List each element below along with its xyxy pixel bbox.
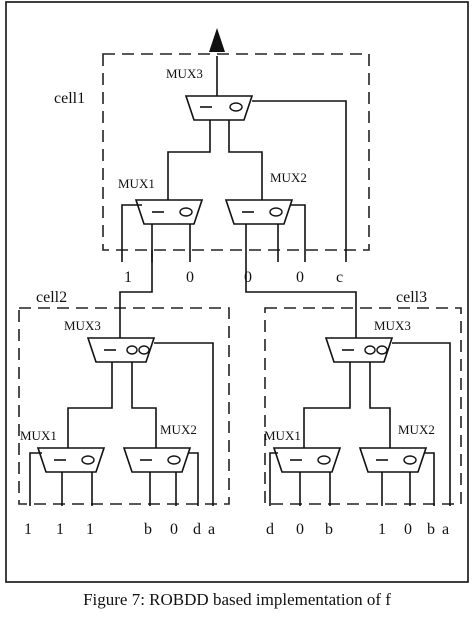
cell2-mux2 (122, 447, 192, 473)
outer-frame (5, 1, 469, 583)
cell1-label: cell1 (54, 90, 85, 107)
cell3-input-4: 1 (378, 521, 386, 538)
cell3-input-3: b (325, 521, 333, 538)
cell3-mux1 (272, 447, 342, 473)
cell2-input-7: a (208, 521, 215, 538)
cell1-mux2 (224, 199, 294, 225)
cell2-input-5: 0 (170, 521, 178, 538)
cell3-mux3-label: MUX3 (374, 318, 411, 333)
cell3-to-cell1-wire (245, 250, 357, 338)
cell2-input-2: 1 (56, 521, 64, 538)
cell2-box (18, 307, 230, 505)
cell3-mux2-label: MUX2 (398, 422, 435, 437)
cell2-mux2-label: MUX2 (160, 422, 197, 437)
cell2 (29, 337, 214, 506)
cell3-input-2: 0 (296, 521, 304, 538)
cell1-input-4: 0 (296, 269, 304, 286)
cell1-box (102, 53, 370, 251)
output-arrow (209, 28, 225, 96)
cell1 (121, 95, 347, 262)
cell3 (269, 337, 451, 506)
cell2-mux1-label: MUX1 (20, 428, 57, 443)
cell1-mux1 (134, 199, 204, 225)
cell2-input-1: 1 (24, 521, 32, 538)
cell3-box (264, 307, 462, 505)
cell3-input-5: 0 (404, 521, 412, 538)
cell1-mux3-label: MUX3 (166, 66, 203, 81)
cell3-input-6: b (427, 521, 435, 538)
cell3-input-1: d (266, 521, 274, 538)
cell2-mux3 (86, 337, 156, 363)
cell2-input-6: d (193, 521, 201, 538)
cell1-input-5: c (336, 269, 343, 286)
cell1-input-2: 0 (186, 269, 194, 286)
cell3-mux2 (358, 447, 428, 473)
cell1-input-1: 1 (124, 269, 132, 286)
cell3-label: cell3 (396, 289, 427, 306)
cell2-mux1 (36, 447, 106, 473)
cell1-mux1-label: MUX1 (118, 176, 155, 191)
cell2-to-cell1-wire (119, 250, 153, 338)
cell3-mux1-label: MUX1 (264, 428, 301, 443)
cell1-mux2-label: MUX2 (270, 170, 307, 185)
cell3-mux3 (324, 337, 394, 363)
cell1-input-3: 0 (244, 269, 252, 286)
cell1-mux3 (184, 95, 254, 121)
cell2-label: cell2 (36, 289, 67, 306)
cell2-input-4: b (144, 521, 152, 538)
cell3-input-7: a (442, 521, 449, 538)
cell2-input-3: 1 (86, 521, 94, 538)
cell2-mux3-label: MUX3 (64, 318, 101, 333)
figure-caption: Figure 7: ROBDD based implementation of … (83, 590, 391, 609)
